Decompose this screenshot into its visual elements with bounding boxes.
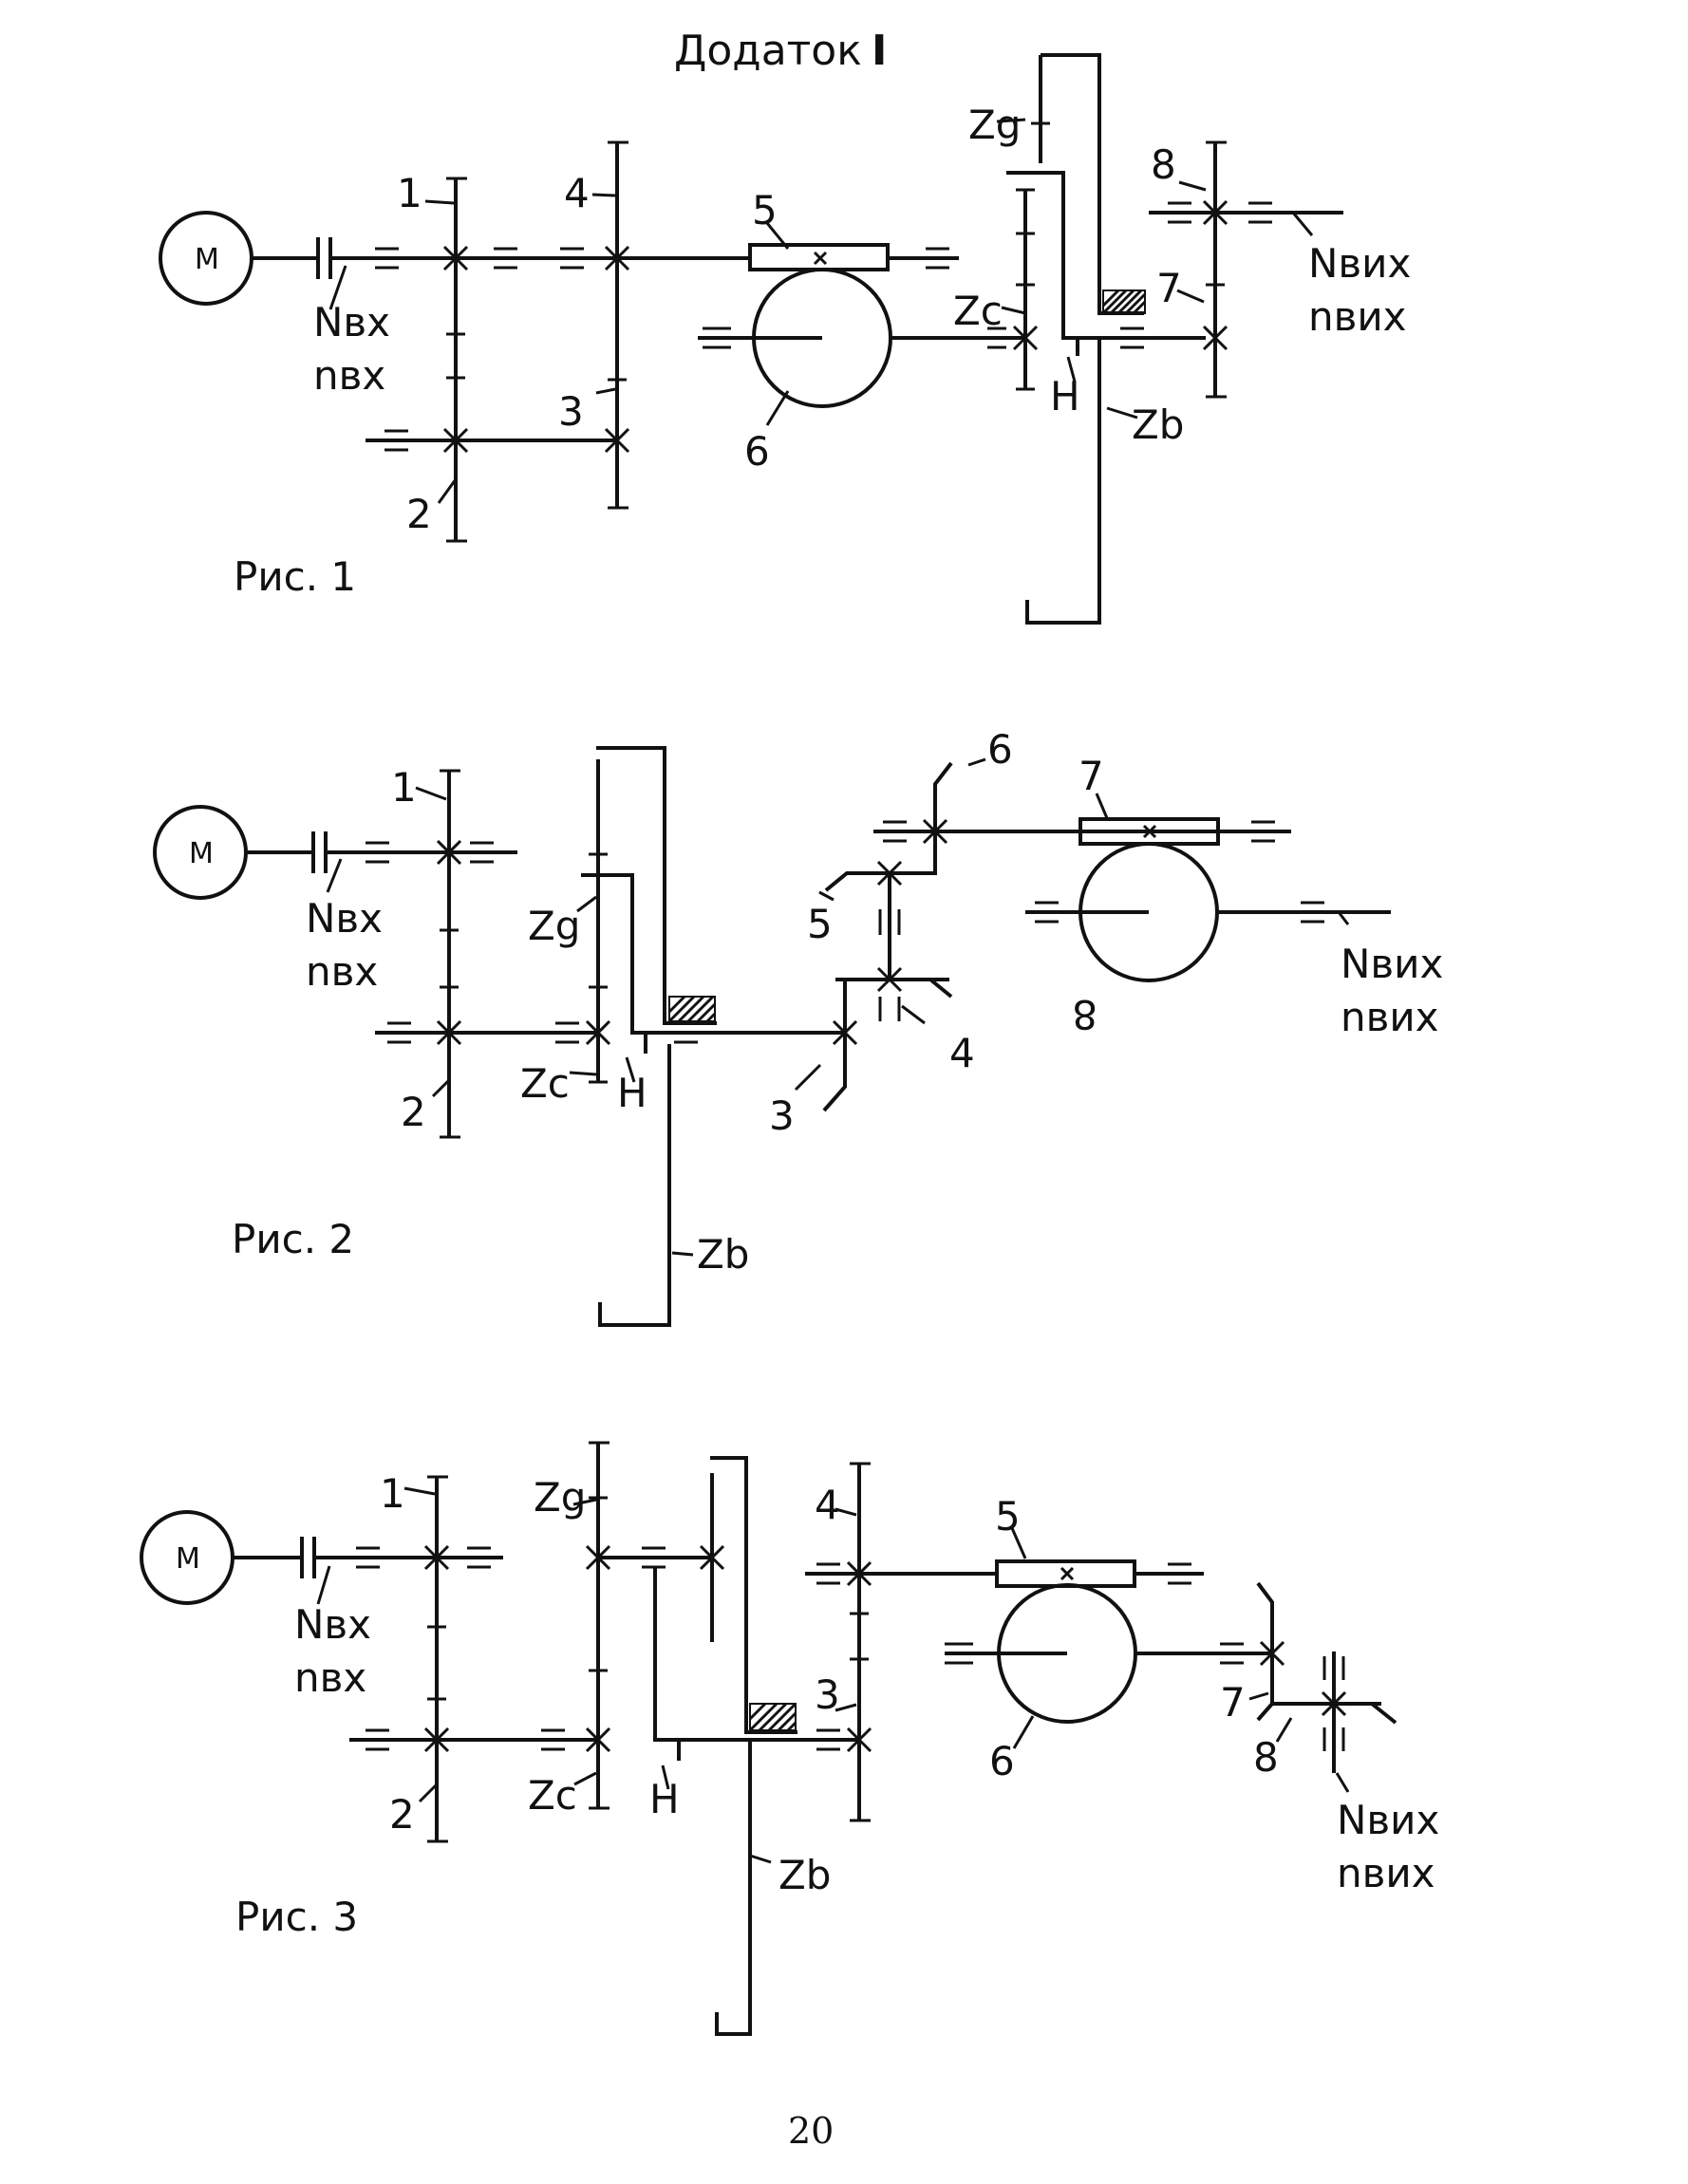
zb-label: Zb <box>778 1852 831 1898</box>
output-speed-label: nвих <box>1337 1850 1435 1896</box>
appendix-title: Додаток <box>674 27 862 75</box>
gear-5-label: 5 <box>807 901 833 947</box>
gear-3-label: 3 <box>769 1092 795 1139</box>
output-speed-label: nвих <box>1308 293 1407 340</box>
gear-6-label: 6 <box>744 428 770 475</box>
zc-label: Zc <box>953 288 1003 334</box>
input-speed-label: nвх <box>313 352 385 399</box>
input-power-label: Nвх <box>306 895 383 942</box>
input-power-label: Nвх <box>294 1601 371 1648</box>
gear-3-label: 3 <box>558 388 584 435</box>
input-power-label: Nвх <box>313 299 390 345</box>
ground-hatch-icon <box>1101 289 1147 315</box>
input-speed-label: nвх <box>306 948 378 995</box>
gear-8-label: 8 <box>1072 991 1097 1037</box>
zc-label: Zc <box>528 1772 577 1819</box>
appendix-title-numeral: I <box>872 27 887 75</box>
gear-6-label: 6 <box>987 726 1013 773</box>
figure-3: М <box>140 1441 1439 2036</box>
gear-7-label: 7 <box>1220 1679 1246 1726</box>
zb-label: Zb <box>1132 401 1184 448</box>
zb-label: Zb <box>697 1231 749 1278</box>
figure-2-caption: Рис. 2 <box>232 1216 354 1262</box>
output-power-label: Nвих <box>1337 1797 1439 1843</box>
motor-icon: М <box>159 211 253 306</box>
carrier-h-label: H <box>649 1776 680 1822</box>
gear-8-label: 8 <box>1253 1734 1279 1781</box>
gear-1-label: 1 <box>397 170 422 216</box>
zg-label: Zg <box>968 102 1021 148</box>
ground-hatch-icon <box>667 995 717 1023</box>
gear-7-label: 7 <box>1078 753 1104 799</box>
ground-hatch-icon <box>748 1702 797 1732</box>
gear-1-label: 1 <box>391 764 417 811</box>
gear-1-label: 1 <box>380 1470 405 1517</box>
gear-2-label: 2 <box>401 1089 426 1135</box>
figure-2: М <box>153 726 1443 1327</box>
gear-5-label: 5 <box>752 187 778 233</box>
svg-text:М: М <box>189 837 214 870</box>
output-power-label: Nвих <box>1308 240 1411 287</box>
carrier-h-label: H <box>1050 373 1080 420</box>
svg-text:М: М <box>195 243 219 276</box>
output-power-label: Nвих <box>1341 941 1443 987</box>
output-speed-label: nвих <box>1341 994 1439 1040</box>
gear-3-label: 3 <box>815 1671 840 1718</box>
gear-2-label: 2 <box>389 1791 415 1838</box>
figure-3-caption: Рис. 3 <box>235 1894 358 1940</box>
zg-label: Zg <box>528 903 580 949</box>
motor-icon: М <box>140 1510 234 1605</box>
zc-label: Zc <box>520 1060 570 1107</box>
gear-5-label: 5 <box>995 1493 1021 1540</box>
gear-4-label: 4 <box>815 1482 840 1528</box>
gear-2-label: 2 <box>406 491 432 537</box>
zg-label: Zg <box>534 1474 586 1521</box>
gear-8-label: 8 <box>1151 141 1176 188</box>
figure-1: М <box>159 53 1411 625</box>
gear-7-label: 7 <box>1156 265 1182 311</box>
gear-4-label: 4 <box>949 1030 975 1076</box>
motor-icon: М <box>153 805 248 900</box>
carrier-h-label: H <box>617 1070 647 1116</box>
page-number: 20 <box>788 2110 834 2152</box>
svg-text:М: М <box>176 1542 200 1576</box>
gear-4-label: 4 <box>564 170 590 216</box>
input-speed-label: nвх <box>294 1654 366 1701</box>
figure-1-caption: Рис. 1 <box>234 553 356 600</box>
gear-6-label: 6 <box>989 1738 1015 1784</box>
